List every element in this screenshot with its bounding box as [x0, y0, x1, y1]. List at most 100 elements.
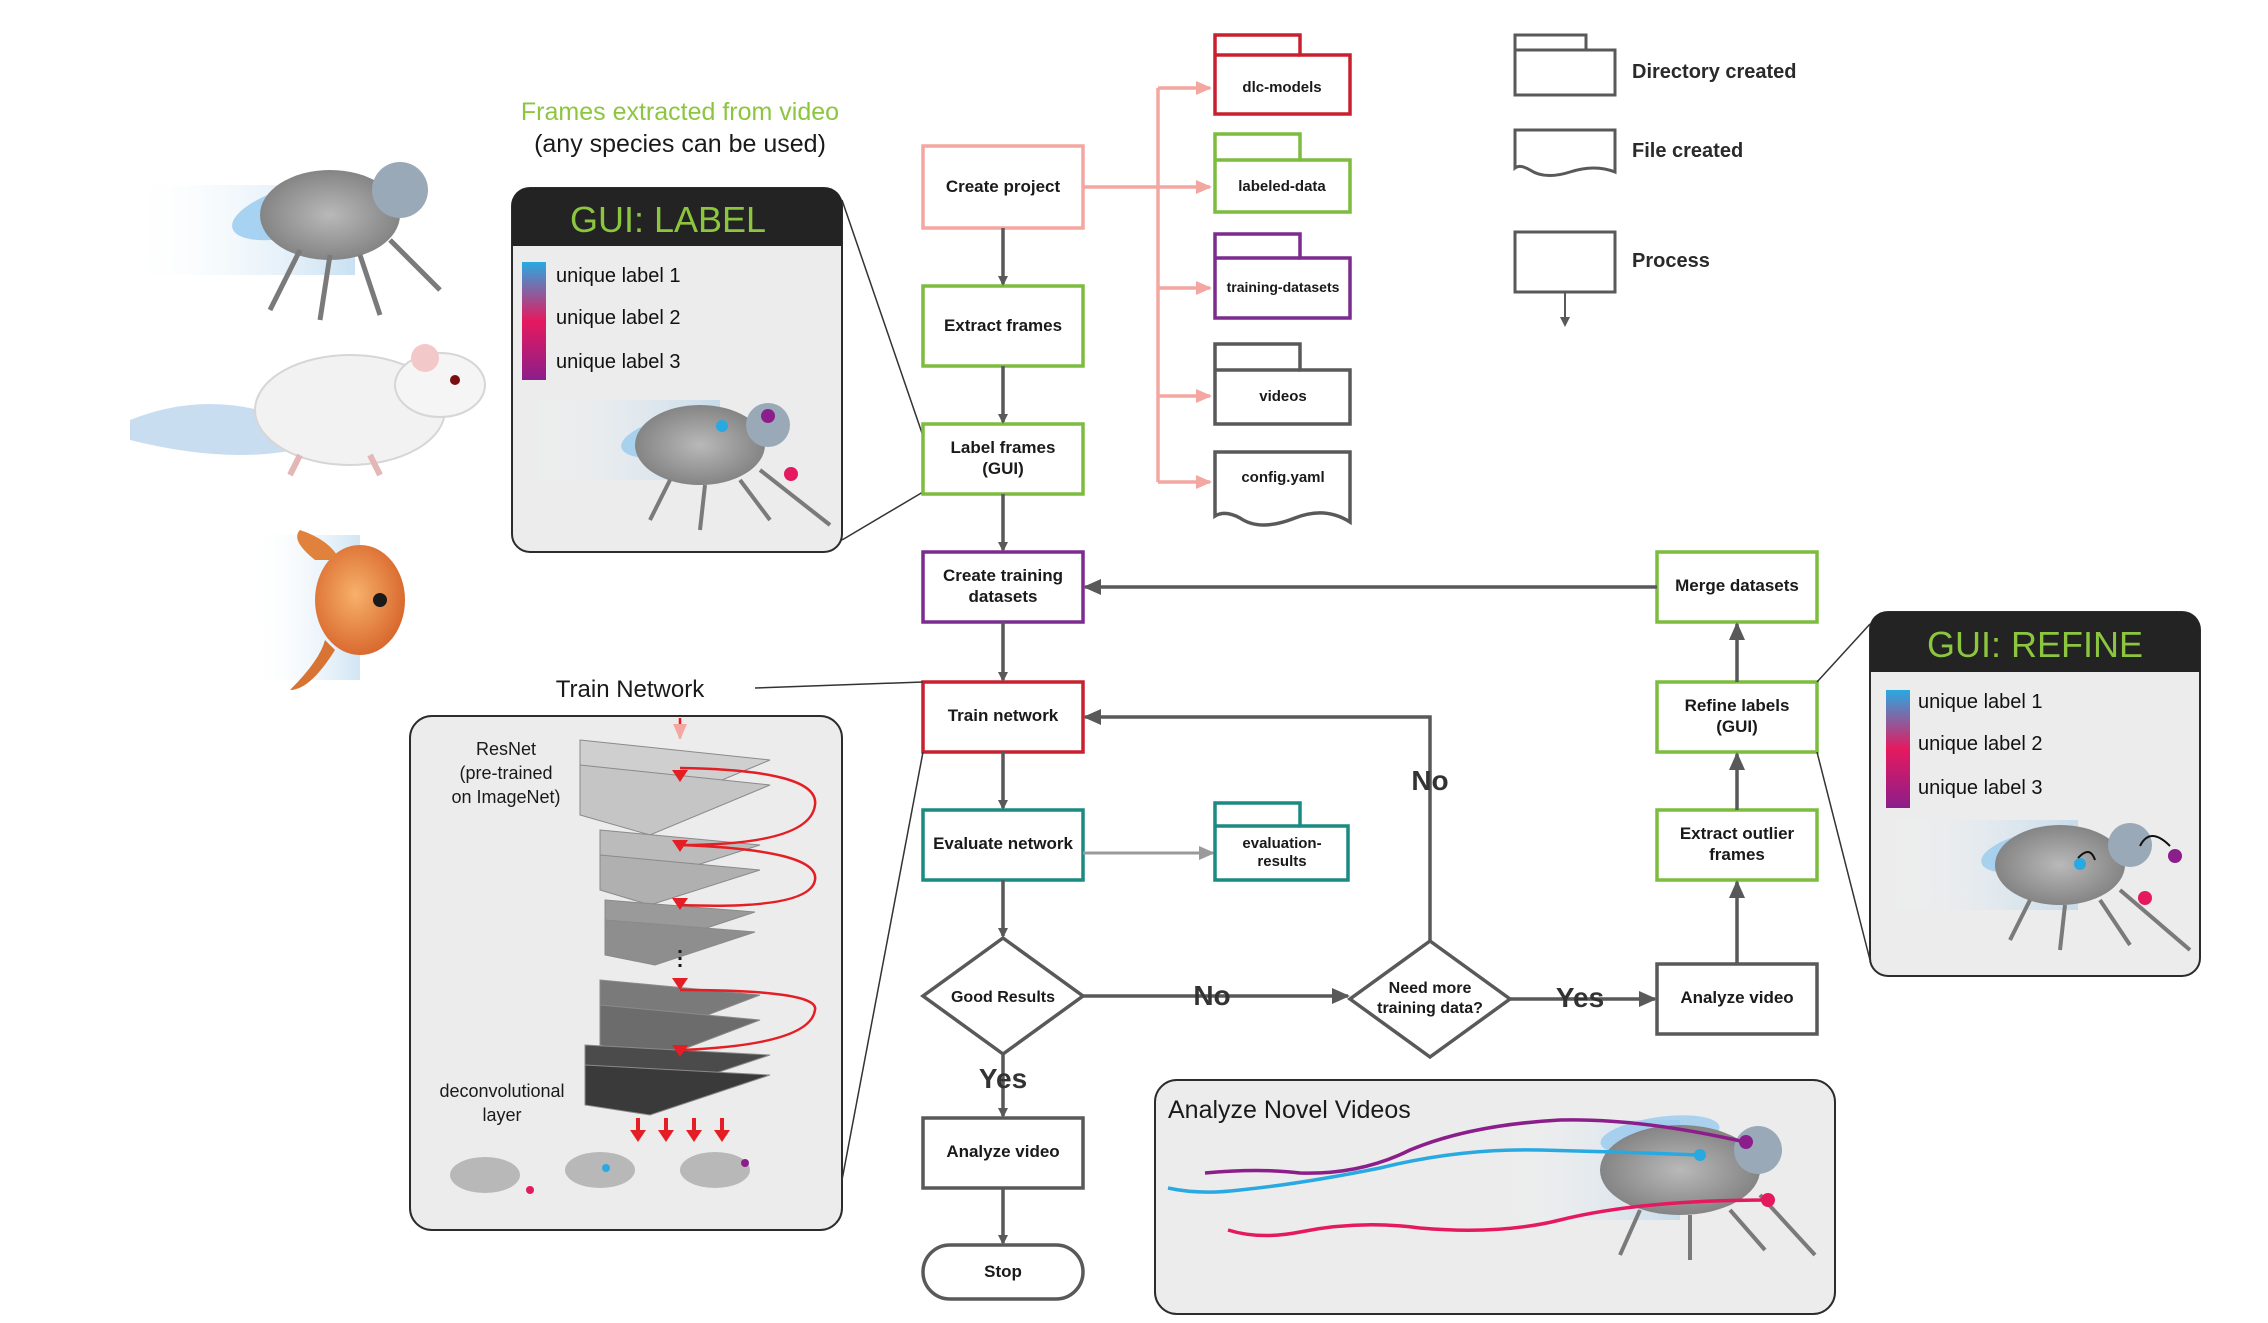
- box-analyze-video-main[interactable]: Analyze video: [921, 1116, 1085, 1190]
- gui-refine-panel: GUI: REFINE unique label 1 unique label …: [1869, 611, 2201, 977]
- train-panel-connector-bottom: [841, 751, 924, 1181]
- flow-arrows: [998, 228, 1745, 1245]
- refine-dot-blue: [2074, 858, 2086, 870]
- frames-extracted-subtitle: (any species can be used): [534, 130, 826, 158]
- svg-text:(pre-trained: (pre-trained: [459, 763, 552, 783]
- svg-text:Merge datasets: Merge datasets: [1675, 576, 1799, 595]
- gui-refine-item-3[interactable]: unique label 3: [1918, 777, 2043, 799]
- diamond-good-results[interactable]: Good Results: [920, 935, 1086, 1057]
- box-evaluate-network[interactable]: Evaluate network: [921, 808, 1085, 882]
- scoremap-flies: [450, 1152, 750, 1194]
- box-create-training-datasets[interactable]: Create training datasets: [921, 550, 1085, 624]
- svg-text:dlc-models: dlc-models: [1242, 79, 1321, 96]
- fly-illustration-top: [125, 162, 442, 321]
- label-yes-down: Yes: [979, 1063, 1027, 1094]
- legend: Directory created File created Process: [1513, 33, 1797, 327]
- train-network-title: Train Network: [556, 676, 705, 703]
- analyze-novel-videos-panel: Analyze Novel Videos: [1154, 1079, 1836, 1315]
- svg-text:Create training: Create training: [943, 566, 1063, 585]
- label-color-bar: [522, 262, 546, 380]
- legend-directory-label: Directory created: [1632, 61, 1797, 83]
- frames-extracted-title: Frames extracted from video: [521, 98, 839, 126]
- gui-label-panel: GUI: LABEL unique label 1 unique label 2…: [511, 187, 843, 553]
- svg-text:config.yaml: config.yaml: [1241, 469, 1324, 486]
- svg-text:labeled-data: labeled-data: [1238, 178, 1326, 195]
- legend-directory-icon: [1513, 33, 1617, 97]
- folder-training-datasets[interactable]: training-datasets: [1213, 232, 1352, 320]
- resnet-layers: [579, 739, 771, 1116]
- refine-color-bar: [1886, 690, 1910, 808]
- gui-label-item-1[interactable]: unique label 1: [556, 265, 681, 287]
- train-network-panel: ResNet (pre-trained on ImageNet): [409, 715, 843, 1231]
- svg-text:Create project: Create project: [946, 177, 1061, 196]
- legend-process-label: Process: [1632, 250, 1710, 272]
- svg-text:datasets: datasets: [969, 587, 1038, 606]
- gui-refine-connector-bottom: [1816, 751, 1871, 961]
- gui-label-title: GUI: LABEL: [570, 199, 766, 240]
- box-analyze-video-right[interactable]: Analyze video: [1655, 962, 1819, 1036]
- folder-labeled-data[interactable]: labeled-data: [1213, 132, 1352, 214]
- gui-refine-connector-top: [1816, 623, 1871, 683]
- output-arrows: [1083, 81, 1212, 489]
- gui-refine-title: GUI: REFINE: [1927, 624, 2143, 665]
- box-label-frames[interactable]: Label frames (GUI): [921, 422, 1085, 496]
- label-dot-pink: [784, 467, 798, 481]
- svg-text:deconvolutional: deconvolutional: [439, 1081, 564, 1101]
- legend-process-icon: [1513, 230, 1617, 327]
- gui-refine-item-1[interactable]: unique label 1: [1918, 691, 2043, 713]
- svg-text:Stop: Stop: [984, 1262, 1022, 1281]
- box-extract-frames[interactable]: Extract frames: [921, 284, 1085, 368]
- box-train-network[interactable]: Train network: [921, 680, 1085, 754]
- svg-text:Need more: Need more: [1389, 980, 1472, 997]
- svg-text:on ImageNet): on ImageNet): [451, 787, 560, 807]
- legend-file-label: File created: [1632, 140, 1743, 162]
- label-dot-blue: [716, 420, 728, 432]
- svg-text:(GUI): (GUI): [1716, 717, 1758, 736]
- refine-dot-purple: [2168, 849, 2182, 863]
- goldfish-illustration: [250, 530, 405, 690]
- svg-text:Analyze video: Analyze video: [1680, 988, 1793, 1007]
- svg-text:Extract frames: Extract frames: [944, 316, 1062, 335]
- label-no-up: No: [1411, 765, 1448, 796]
- gui-label-connector-top: [841, 199, 924, 437]
- svg-text:ResNet: ResNet: [476, 739, 536, 759]
- terminal-stop[interactable]: Stop: [921, 1243, 1085, 1301]
- svg-text:layer: layer: [482, 1105, 521, 1125]
- trajectory-pink: [1227, 1198, 1769, 1238]
- file-config-yaml[interactable]: config.yaml: [1213, 450, 1352, 527]
- skip-connections: [672, 718, 817, 1057]
- box-create-project[interactable]: Create project: [921, 144, 1085, 230]
- svg-text:frames: frames: [1709, 845, 1765, 864]
- svg-text:results: results: [1257, 853, 1306, 870]
- refine-dot-pink: [2138, 891, 2152, 905]
- label-yes-right: Yes: [1556, 982, 1604, 1013]
- analyze-novel-videos-title: Analyze Novel Videos: [1168, 1096, 1411, 1124]
- label-no-right: No: [1193, 980, 1230, 1011]
- mouse-illustration: [130, 344, 486, 477]
- svg-text:videos: videos: [1259, 388, 1307, 405]
- train-panel-connector-top: [754, 681, 924, 689]
- trajectory-blue: [1167, 1148, 1701, 1194]
- label-dot-purple: [761, 409, 775, 423]
- svg-text:evaluation-: evaluation-: [1242, 835, 1321, 852]
- svg-text:Good Results: Good Results: [951, 989, 1055, 1006]
- folder-videos[interactable]: videos: [1213, 342, 1352, 426]
- gui-label-item-3[interactable]: unique label 3: [556, 351, 681, 373]
- box-merge-datasets[interactable]: Merge datasets: [1655, 550, 1819, 624]
- svg-text:Refine labels: Refine labels: [1685, 696, 1790, 715]
- svg-text:training data?: training data?: [1377, 1000, 1483, 1017]
- svg-text:Extract outlier: Extract outlier: [1680, 824, 1795, 843]
- svg-text:Label frames: Label frames: [951, 438, 1056, 457]
- box-refine-labels[interactable]: Refine labels (GUI): [1655, 680, 1819, 754]
- folder-evaluation-results[interactable]: evaluation- results: [1213, 801, 1350, 882]
- svg-text:training-datasets: training-datasets: [1227, 279, 1340, 295]
- svg-text:Analyze video: Analyze video: [946, 1142, 1059, 1161]
- diamond-need-more-data[interactable]: Need more training data?: [1347, 938, 1513, 1060]
- box-extract-outlier-frames[interactable]: Extract outlier frames: [1655, 808, 1819, 882]
- gui-refine-item-2[interactable]: unique label 2: [1918, 733, 2043, 755]
- folder-dlc-models[interactable]: dlc-models: [1213, 33, 1352, 116]
- output-arrows-red: [630, 1118, 730, 1142]
- svg-text:Evaluate network: Evaluate network: [933, 834, 1073, 853]
- legend-file-icon: [1513, 128, 1617, 177]
- gui-label-item-2[interactable]: unique label 2: [556, 307, 681, 329]
